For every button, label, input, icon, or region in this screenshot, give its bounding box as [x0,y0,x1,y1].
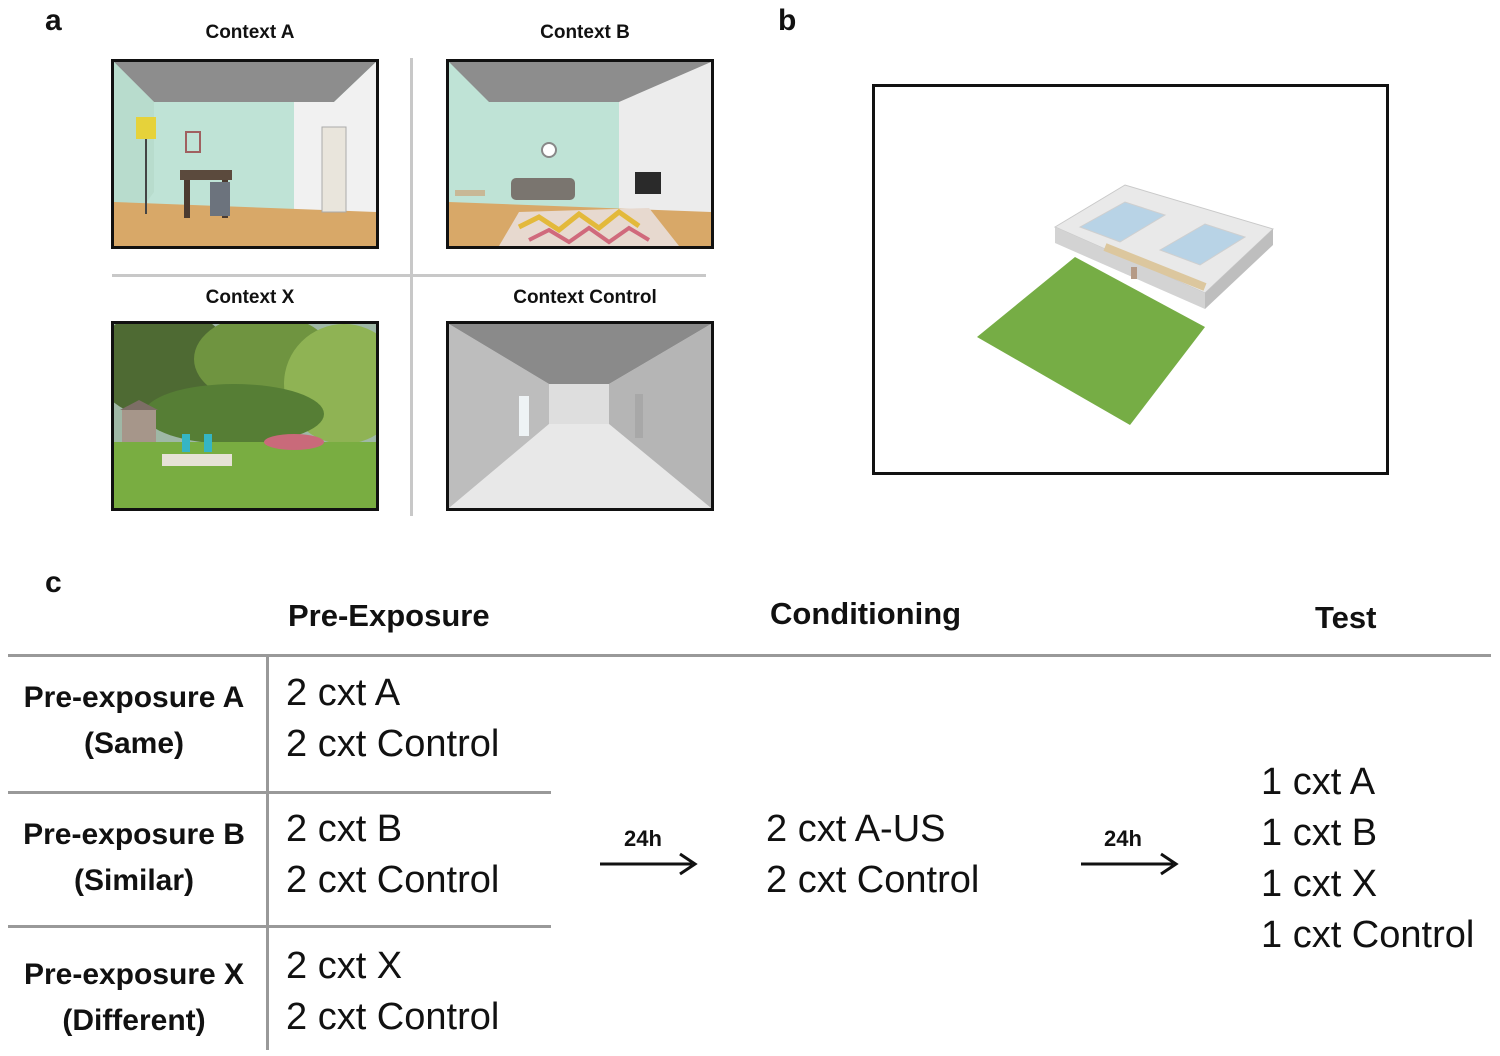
preexposure-line: 2 cxt Control [286,859,500,901]
conditioning-line: 2 cxt Control [766,859,980,901]
table-header-rule [8,654,1491,657]
test-line: 1 cxt A [1261,761,1376,803]
group-name: Pre-exposure X [23,958,245,991]
table-row-divider-2 [8,925,551,928]
conditioning-block: 2 cxt A-US 2 cxt Control [766,804,979,906]
group-b-preexposure: 2 cxt B 2 cxt Control [286,804,499,906]
test-line: 1 cxt X [1261,863,1378,905]
header-preexposure: Pre-Exposure [288,598,490,633]
preexposure-line: 2 cxt A [286,672,401,714]
context-control-image [446,321,714,511]
delay-label-2: 24h [1104,826,1142,851]
context-b-title: Context B [540,22,630,43]
conditioning-line: 2 cxt A-US [766,808,946,850]
delay-label-1: 24h [624,826,662,851]
context-grid-vertical-divider [410,58,413,516]
preexposure-line: 2 cxt Control [286,723,500,765]
context-x-title: Context X [205,287,295,308]
context-b-image [446,59,714,249]
header-test: Test [1315,600,1377,635]
group-subtitle: (Similar) [73,864,195,897]
panel-label-b: b [778,4,797,37]
group-subtitle: (Same) [83,727,185,760]
test-block: 1 cxt A 1 cxt B 1 cxt X 1 cxt Control [1261,757,1474,961]
preexposure-line: 2 cxt Control [286,996,500,1038]
test-line: 1 cxt B [1261,812,1378,854]
floorplan-3d-image [977,184,1274,425]
group-label-x: Pre-exposure X (Different) [6,952,262,1044]
context-a-image [111,59,379,249]
preexposure-line: 2 cxt X [286,945,403,987]
group-x-preexposure: 2 cxt X 2 cxt Control [286,941,499,1043]
group-label-a: Pre-exposure A (Same) [6,675,262,767]
preexposure-line: 2 cxt B [286,808,403,850]
arrow-right-icon [1081,852,1179,876]
floorplan-frame [872,84,1389,475]
arrow-right-icon [600,852,698,876]
table-label-divider [266,656,269,1050]
group-label-b: Pre-exposure B (Similar) [6,812,262,904]
table-row-divider-1 [8,791,551,794]
group-name: Pre-exposure B [23,818,245,851]
context-control-title: Context Control [513,287,657,308]
context-x-image [111,321,379,511]
group-name: Pre-exposure A [23,681,245,714]
test-line: 1 cxt Control [1261,914,1475,956]
panel-label-c: c [45,566,62,599]
context-a-title: Context A [205,22,295,43]
panel-label-a: a [45,4,62,37]
context-grid-horizontal-divider [112,274,706,277]
header-conditioning: Conditioning [770,596,962,631]
group-subtitle: (Different) [62,1004,206,1037]
group-a-preexposure: 2 cxt A 2 cxt Control [286,668,499,770]
